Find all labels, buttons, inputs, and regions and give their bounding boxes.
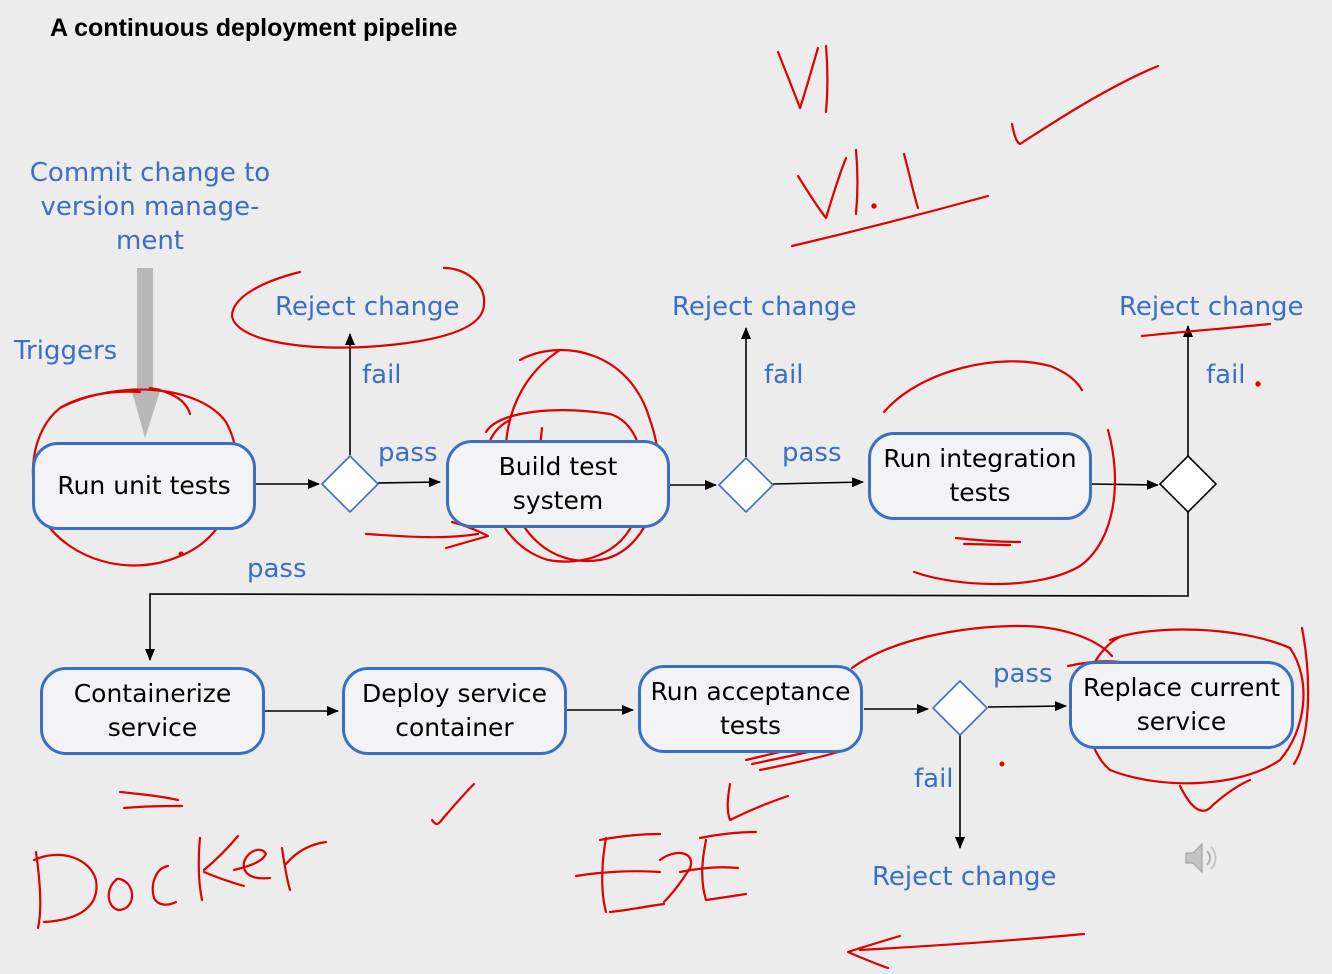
fail-label-1: fail — [362, 360, 402, 390]
edge-gate2-to-integration — [772, 477, 864, 488]
reject-change-label-1: Reject change — [275, 292, 460, 322]
reject-change-label-2: Reject change — [672, 292, 857, 322]
decision-diamond-1 — [320, 454, 380, 514]
decision-diamond-4 — [931, 679, 989, 737]
stage-replace-current-service: Replace current service — [1069, 661, 1294, 749]
edge-integration-to-gate3 — [1091, 479, 1159, 490]
stage-build-test-system: Build test system — [446, 440, 670, 528]
speaker-icon[interactable] — [1180, 838, 1220, 878]
edge-gate4-to-replace — [987, 701, 1067, 712]
pass-label-4: pass — [993, 659, 1053, 689]
reject-change-label-3: Reject change — [1119, 292, 1304, 322]
commit-label: Commit change to version manage- ment — [29, 158, 271, 256]
fail-label-2: fail — [764, 360, 804, 390]
stage-containerize-service: Containerize service — [40, 667, 265, 755]
pass-label-2: pass — [782, 438, 842, 468]
stage-deploy-service-container: Deploy service container — [342, 667, 567, 755]
decision-diamond-3 — [1158, 454, 1218, 514]
reject-change-label-4: Reject change — [872, 862, 1057, 892]
stage-run-integration-tests: Run integration tests — [868, 432, 1092, 520]
fail-label-3: fail — [1206, 360, 1246, 390]
edge-gate1-to-build — [377, 477, 441, 488]
trigger-arrow — [131, 268, 161, 438]
edge-gate3-pass — [145, 511, 1189, 661]
diagram-title: A continuous deployment pipeline — [50, 14, 458, 42]
stage-run-unit-tests: Run unit tests — [32, 442, 256, 530]
pass-label-3: pass — [247, 554, 307, 584]
triggers-label: Triggers — [14, 336, 118, 366]
pass-label-1: pass — [378, 438, 438, 468]
stage-run-acceptance-tests: Run acceptance tests — [638, 665, 863, 753]
decision-diamond-2 — [717, 456, 775, 514]
fail-label-4: fail — [914, 764, 954, 794]
